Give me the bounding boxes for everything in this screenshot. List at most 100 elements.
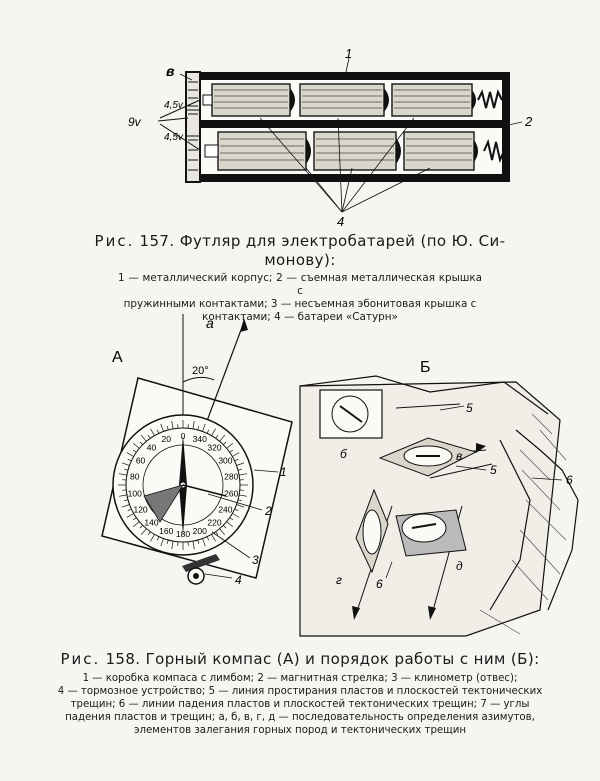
- limb-number: 160: [159, 526, 173, 536]
- limb-tick: [132, 521, 140, 528]
- limb-tick: [123, 499, 129, 502]
- limb-tick: [211, 534, 216, 542]
- limb-number: 260: [224, 489, 238, 499]
- letter-g: г: [336, 573, 342, 587]
- caption-prefix: Рис.: [60, 650, 101, 668]
- limb-tick: [132, 517, 137, 521]
- limb-tick: [215, 434, 219, 439]
- limb-tick: [192, 420, 195, 429]
- limb-number: 220: [207, 518, 221, 528]
- legend-line: элементов залегания горных пород и текто…: [133, 725, 467, 736]
- letter-d: д: [456, 559, 463, 573]
- limb-number: 40: [147, 442, 157, 452]
- figure-158-caption: Рис. 158. Горный компас (А) и порядок ра…: [0, 650, 600, 669]
- limb-tick: [236, 462, 245, 466]
- limb-tick: [197, 425, 200, 431]
- limb-tick: [118, 473, 127, 476]
- clinometer-plumb: [182, 484, 227, 497]
- compass-position-v: [378, 437, 478, 477]
- spring-contact-upper: [477, 89, 503, 109]
- caption-text: 158. Горный компас (А) и порядок работы …: [105, 650, 540, 668]
- label-v: в: [166, 63, 175, 79]
- callout-lines-b: [385, 405, 563, 579]
- limb-number: 100: [128, 489, 142, 499]
- limb-tick: [160, 538, 164, 547]
- limb-tick: [239, 473, 248, 476]
- limb-number: 340: [193, 434, 207, 444]
- callout-1: 1: [280, 465, 287, 479]
- figure-158-legend: 1 — коробка компаса с лимбом; 2 — магнит…: [48, 672, 552, 737]
- limb-tick: [206, 429, 210, 434]
- voltage-leads: [157, 99, 201, 151]
- limb-tick: [229, 449, 234, 453]
- label-9v: 9v: [128, 115, 142, 129]
- limb-tick: [166, 425, 169, 431]
- limb-tick: [150, 534, 155, 542]
- limb-tick: [206, 536, 210, 541]
- limb-number: 240: [218, 505, 232, 515]
- limb-tick: [121, 504, 130, 508]
- limb-tick: [192, 541, 195, 550]
- limb-tick: [123, 468, 129, 471]
- limb-tick: [236, 504, 245, 508]
- angle-label: 20°: [192, 365, 209, 377]
- limb-tick: [171, 541, 174, 550]
- limb-tick: [202, 538, 206, 547]
- rock-outcrop: [299, 375, 579, 637]
- limb-number: 80: [130, 471, 140, 481]
- limb-tick: [160, 423, 164, 432]
- limb-tick: [237, 499, 243, 502]
- clinometer-sector: [143, 484, 184, 523]
- rock-hatching: [479, 413, 567, 635]
- limb-tick: [132, 442, 140, 449]
- limb-tick: [121, 462, 130, 466]
- caption-text: 157. Футляр для электробатарей (по Ю. Си…: [139, 232, 506, 250]
- compass-position-g: [355, 488, 389, 574]
- spring-contact-lower: [483, 138, 505, 164]
- limb-tick: [223, 441, 227, 445]
- limb-tick: [127, 458, 132, 462]
- panel-a-label: А: [112, 349, 123, 366]
- callout-6-right: 6: [566, 473, 573, 487]
- limb-tick: [147, 434, 151, 439]
- callout-3: 3: [252, 553, 259, 567]
- callout-lines-a: [204, 469, 279, 579]
- label-4-5v-upper: 4,5v: [164, 100, 184, 111]
- label-1: 1: [345, 46, 352, 61]
- limb-tick: [232, 513, 240, 518]
- compass-position-b: [319, 389, 383, 439]
- limb-tick: [126, 513, 134, 518]
- limb-tick: [219, 434, 226, 442]
- figure-157-caption: Рис. 157. Футляр для электробатарей (по …: [0, 232, 600, 270]
- limb-tick: [127, 508, 132, 512]
- limb-tick: [140, 434, 147, 442]
- caption-text-2: монову):: [264, 251, 336, 269]
- limb-number: 180: [176, 529, 190, 539]
- legend-line: трещин; 6 — линии падения пластов и плос…: [70, 699, 530, 710]
- limb-number: 200: [193, 526, 207, 536]
- limb-tick: [156, 429, 160, 434]
- limb-tick: [223, 525, 227, 529]
- callout-5-upper: 5: [466, 401, 473, 415]
- limb-number: 300: [218, 456, 232, 466]
- limb-tick: [219, 528, 226, 536]
- legend-line: 4 — тормозное устройство; 5 — линия прос…: [57, 686, 543, 697]
- limb-number: 20: [162, 434, 172, 444]
- limb-tick: [229, 517, 234, 521]
- battery-row-upper: [202, 83, 476, 117]
- legend-line: 1 — коробка компаса с лимбом; 2 — магнит…: [82, 673, 518, 684]
- arrow-a-head: [240, 318, 248, 332]
- limb-tick: [226, 521, 234, 528]
- limb-number: 280: [224, 471, 238, 481]
- callout-4: 4: [235, 573, 242, 587]
- limb-tick: [234, 508, 239, 512]
- callout-lines-4: [259, 117, 431, 213]
- limb-number: 140: [144, 518, 158, 528]
- limb-tick: [237, 468, 243, 471]
- figure-157-legend: 1 — металлический корпус; 2 — съемная ме…: [118, 272, 482, 324]
- panel-b-label: Б: [420, 359, 431, 376]
- compass-position-d: [395, 509, 467, 557]
- label-2: 2: [524, 114, 533, 129]
- limb-tick: [232, 452, 240, 457]
- limb-number: 60: [136, 456, 146, 466]
